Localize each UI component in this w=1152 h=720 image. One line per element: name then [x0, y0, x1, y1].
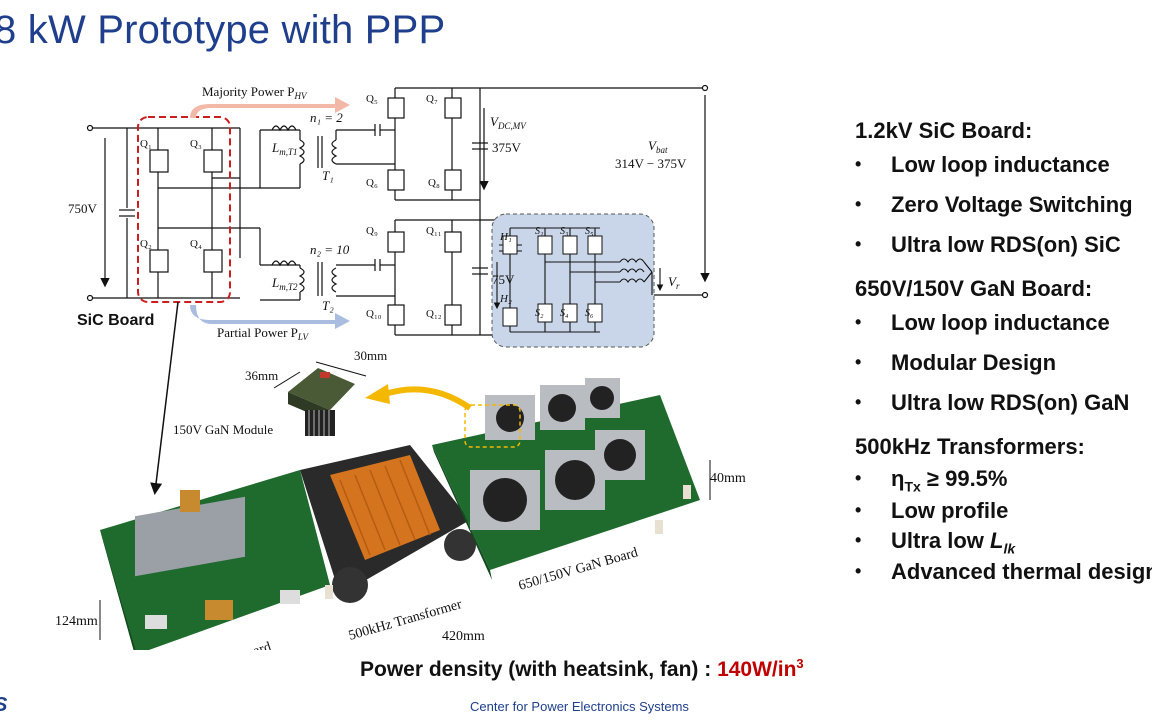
q10-label: Q₁₀: [366, 308, 382, 320]
s1-label: S₁: [535, 226, 543, 237]
s5-label: S₅: [585, 226, 594, 237]
input-voltage-label: 750V: [68, 201, 98, 216]
circuit-schematic: [86, 84, 710, 336]
vbat-range: 314V − 375V: [615, 156, 687, 171]
list-item: Zero Voltage Switching: [855, 192, 1152, 218]
t1-label: T₁: [322, 168, 334, 183]
q12-label: Q₁₂: [426, 308, 442, 320]
list-item: Low profile: [855, 498, 1152, 524]
module-location-arrow: [384, 386, 472, 411]
list-item: Ultra low RDS(on) GaN: [855, 390, 1152, 416]
dim-30mm: 30mm: [354, 348, 387, 363]
t2-label: T₂: [322, 298, 334, 313]
figure: Majority Power PHV Partial Power PLV 750…: [55, 84, 746, 650]
list-item: Modular Design: [855, 350, 1152, 376]
slide-title: 8 kW Prototype with PPP: [0, 8, 446, 52]
s4-label: S₄: [560, 308, 569, 319]
lm-t1-label: Lm,T1: [271, 140, 298, 157]
prototype-photo: [100, 378, 700, 650]
power-density-value: 140W/in: [717, 658, 797, 681]
n2-label: n₂ = 10: [310, 242, 350, 257]
s2-label: S₂: [535, 308, 544, 319]
q6-label: Q₆: [366, 177, 378, 189]
partial-power-arrow: [190, 305, 350, 329]
leakage-item: Ultra low Llk: [855, 528, 1152, 556]
section-heading: 500kHz Transformers:: [855, 434, 1085, 459]
sic-board-box: [137, 116, 231, 303]
vr-label: Vr: [668, 274, 680, 291]
h1-label: H₁: [499, 231, 512, 243]
vdc-value: 375V: [492, 140, 522, 155]
gan-module-photo: [288, 368, 355, 436]
feature-list: 1.2kV SiC Board: Low loop inductance Zer…: [855, 118, 1152, 585]
q9-label: Q₉: [366, 225, 378, 237]
s3-label: S₃: [560, 226, 569, 237]
list-item: Low loop inductance: [855, 310, 1152, 336]
gan-switches: [502, 235, 603, 327]
list-item: Ultra low RDS(on) SiC: [855, 232, 1152, 258]
q11-label: Q₁₁: [426, 225, 442, 237]
vdc-label: VDC,MV: [490, 114, 527, 131]
section-gan: 650V/150V GaN Board: Low loop inductance…: [855, 276, 1152, 416]
dim-124mm: 124mm: [55, 614, 98, 629]
section-sic: 1.2kV SiC Board: Low loop inductance Zer…: [855, 118, 1152, 258]
sic-board-label: SiC Board: [77, 312, 154, 329]
section-heading: 1.2kV SiC Board:: [855, 118, 1033, 143]
majority-power-arrow: [190, 97, 350, 118]
lm-t2-label: Lm,T2: [271, 275, 298, 292]
v75-label: 75V: [492, 272, 515, 287]
q5-label: Q₅: [366, 93, 378, 105]
q7-label: Q₇: [426, 93, 438, 105]
section-transformer: 500kHz Transformers: ηTx ≥ 99.5% Low pro…: [855, 434, 1152, 585]
section-heading: 650V/150V GaN Board:: [855, 276, 1093, 301]
dim-36mm: 36mm: [245, 368, 278, 383]
sic-board-caption: 1.2kV SiC Board: [177, 640, 274, 650]
dim-40mm: 40mm: [710, 471, 746, 486]
n1-label: n₁ = 2: [310, 110, 343, 125]
list-item: Advanced thermal design: [855, 559, 1152, 585]
gan-module-label: 150V GaN Module: [173, 422, 273, 437]
h2-label: H₂: [499, 293, 512, 305]
q3-label: Q₃: [190, 138, 202, 150]
majority-power-label: Majority Power PHV: [202, 84, 308, 101]
power-density: Power density (with heatsink, fan) : 140…: [360, 656, 804, 681]
cpes-logo: S: [0, 694, 7, 717]
vbat-label: Vbat: [648, 138, 668, 155]
dim-420mm: 420mm: [442, 629, 485, 644]
q4-label: Q₄: [190, 238, 202, 250]
q1-label: Q₁: [140, 138, 152, 150]
q8-label: Q₈: [428, 177, 440, 189]
efficiency-item: ηTx ≥ 99.5%: [855, 466, 1152, 494]
list-item: Low loop inductance: [855, 152, 1152, 178]
partial-power-label: Partial Power PLV: [217, 325, 310, 342]
sic-pointer-arrow: [150, 301, 179, 495]
footer-text: Center for Power Electronics Systems: [470, 699, 689, 714]
q2-label: Q₂: [140, 238, 152, 250]
gan-stage-box: [491, 213, 655, 348]
s6-label: S₆: [585, 308, 594, 319]
